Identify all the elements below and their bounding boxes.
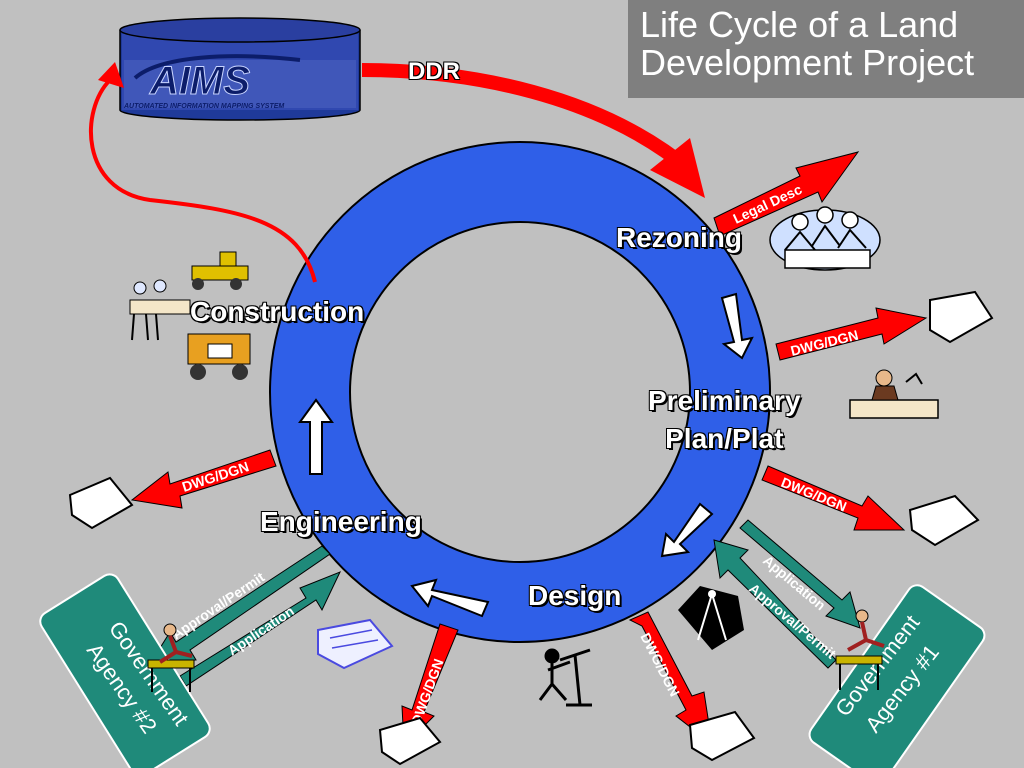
construction-to-aims-arrow	[89, 78, 317, 283]
grader-icon	[191, 251, 249, 290]
arrow-application-agency1	[739, 519, 861, 629]
blueprint-icon	[317, 618, 394, 670]
drawing-sheet-icon	[929, 290, 994, 344]
planning-team-icon	[769, 206, 881, 271]
stage-design: Design	[528, 580, 622, 611]
arrow-dwg-rezoning	[775, 307, 928, 361]
arrow-dwg-engineering	[130, 449, 277, 509]
surveyors-icon	[129, 279, 191, 341]
output-arrows	[130, 151, 928, 748]
ddr-arrow-head	[650, 138, 705, 198]
construction-to-aims-arrow-head	[98, 62, 124, 88]
arrow-legal-desc	[713, 151, 860, 237]
arrow-dwg-plat	[761, 465, 906, 531]
drawing-sheet-icon	[68, 476, 134, 530]
agency-arrows	[149, 519, 861, 687]
title-line-1: Life Cycle of a Land	[640, 4, 959, 45]
stage-preliminary: Preliminary Plan/Plat	[648, 382, 801, 458]
drafter-icon	[538, 648, 592, 707]
stage-construction: Construction	[190, 296, 365, 327]
arrow-application-agency2	[179, 571, 341, 687]
stage-engineering: Engineering	[260, 506, 422, 537]
stage-rezoning: Rezoning	[616, 222, 742, 253]
dwg-label-plat: DWG/DGN	[779, 474, 849, 515]
ddr-label: DDR	[408, 58, 460, 85]
government-agency-2: Government Agency #2	[39, 573, 211, 768]
dump-truck-icon	[187, 333, 251, 380]
hurdler-icon-agency1	[835, 609, 885, 690]
stage-preliminary-line2: Plan/Plat	[665, 423, 784, 454]
dwg-label-engineering: DWG/DGN	[180, 458, 251, 495]
cycle-ring	[269, 141, 771, 643]
arrow-design-to-engineering	[410, 578, 490, 618]
arrow-plat-to-design	[660, 502, 714, 558]
arrow-approval-agency1	[713, 539, 837, 669]
arrow-rezoning-to-plat	[720, 292, 754, 360]
svg-text:AIMS: AIMS	[149, 59, 250, 103]
svg-text:AUTOMATED INFORMATION MAPPING: AUTOMATED INFORMATION MAPPING SYSTEM	[123, 103, 284, 110]
aims-database-icon: AIMS AUTOMATED INFORMATION MAPPING SYSTE…	[119, 17, 361, 121]
compass-icon	[678, 586, 744, 650]
cycle-arrows	[298, 292, 754, 618]
arrow-engineering-to-construction	[298, 398, 334, 475]
drawing-sheet-icons	[68, 290, 994, 766]
drawing-sheet-icon	[688, 710, 756, 762]
drawing-sheet-icon	[378, 716, 442, 766]
title-box: Life Cycle of a Land Development Project	[628, 0, 1024, 98]
desk-worker-icon	[849, 369, 939, 419]
ddr-arrow	[361, 63, 695, 176]
title-line-2: Development Project	[640, 42, 975, 83]
hurdler-icon-agency2	[147, 623, 195, 692]
stage-preliminary-line1: Preliminary	[648, 385, 801, 416]
drawing-sheet-icon	[908, 494, 980, 547]
